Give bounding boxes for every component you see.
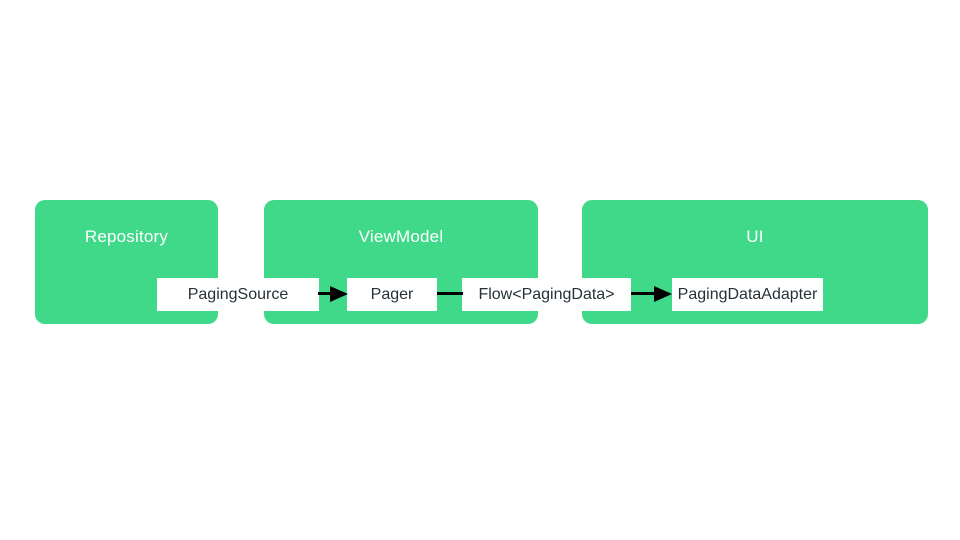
layer-box-repository: Repository	[35, 200, 218, 324]
component-label-flow-pagingdata: Flow<PagingData>	[478, 285, 615, 303]
connector-flow-to-adapter	[631, 292, 658, 295]
layer-title-ui: UI	[746, 227, 764, 246]
component-flow-pagingdata: Flow<PagingData>	[462, 278, 631, 311]
component-paging-data-adapter: PagingDataAdapter	[672, 278, 823, 311]
component-label-paging-data-adapter: PagingDataAdapter	[677, 285, 818, 303]
component-paging-source: PagingSource	[157, 278, 319, 311]
component-pager: Pager	[347, 278, 437, 311]
arrowhead-right-icon	[654, 286, 672, 302]
layer-title-viewmodel: ViewModel	[358, 227, 444, 246]
layer-title-repository: Repository	[84, 227, 169, 246]
connector-pager-to-flow	[437, 292, 463, 295]
arrowhead-right-icon	[330, 286, 348, 302]
component-label-pager: Pager	[370, 285, 414, 303]
component-label-paging-source: PagingSource	[187, 285, 289, 303]
connector-pagingsource-to-pager	[318, 292, 334, 295]
